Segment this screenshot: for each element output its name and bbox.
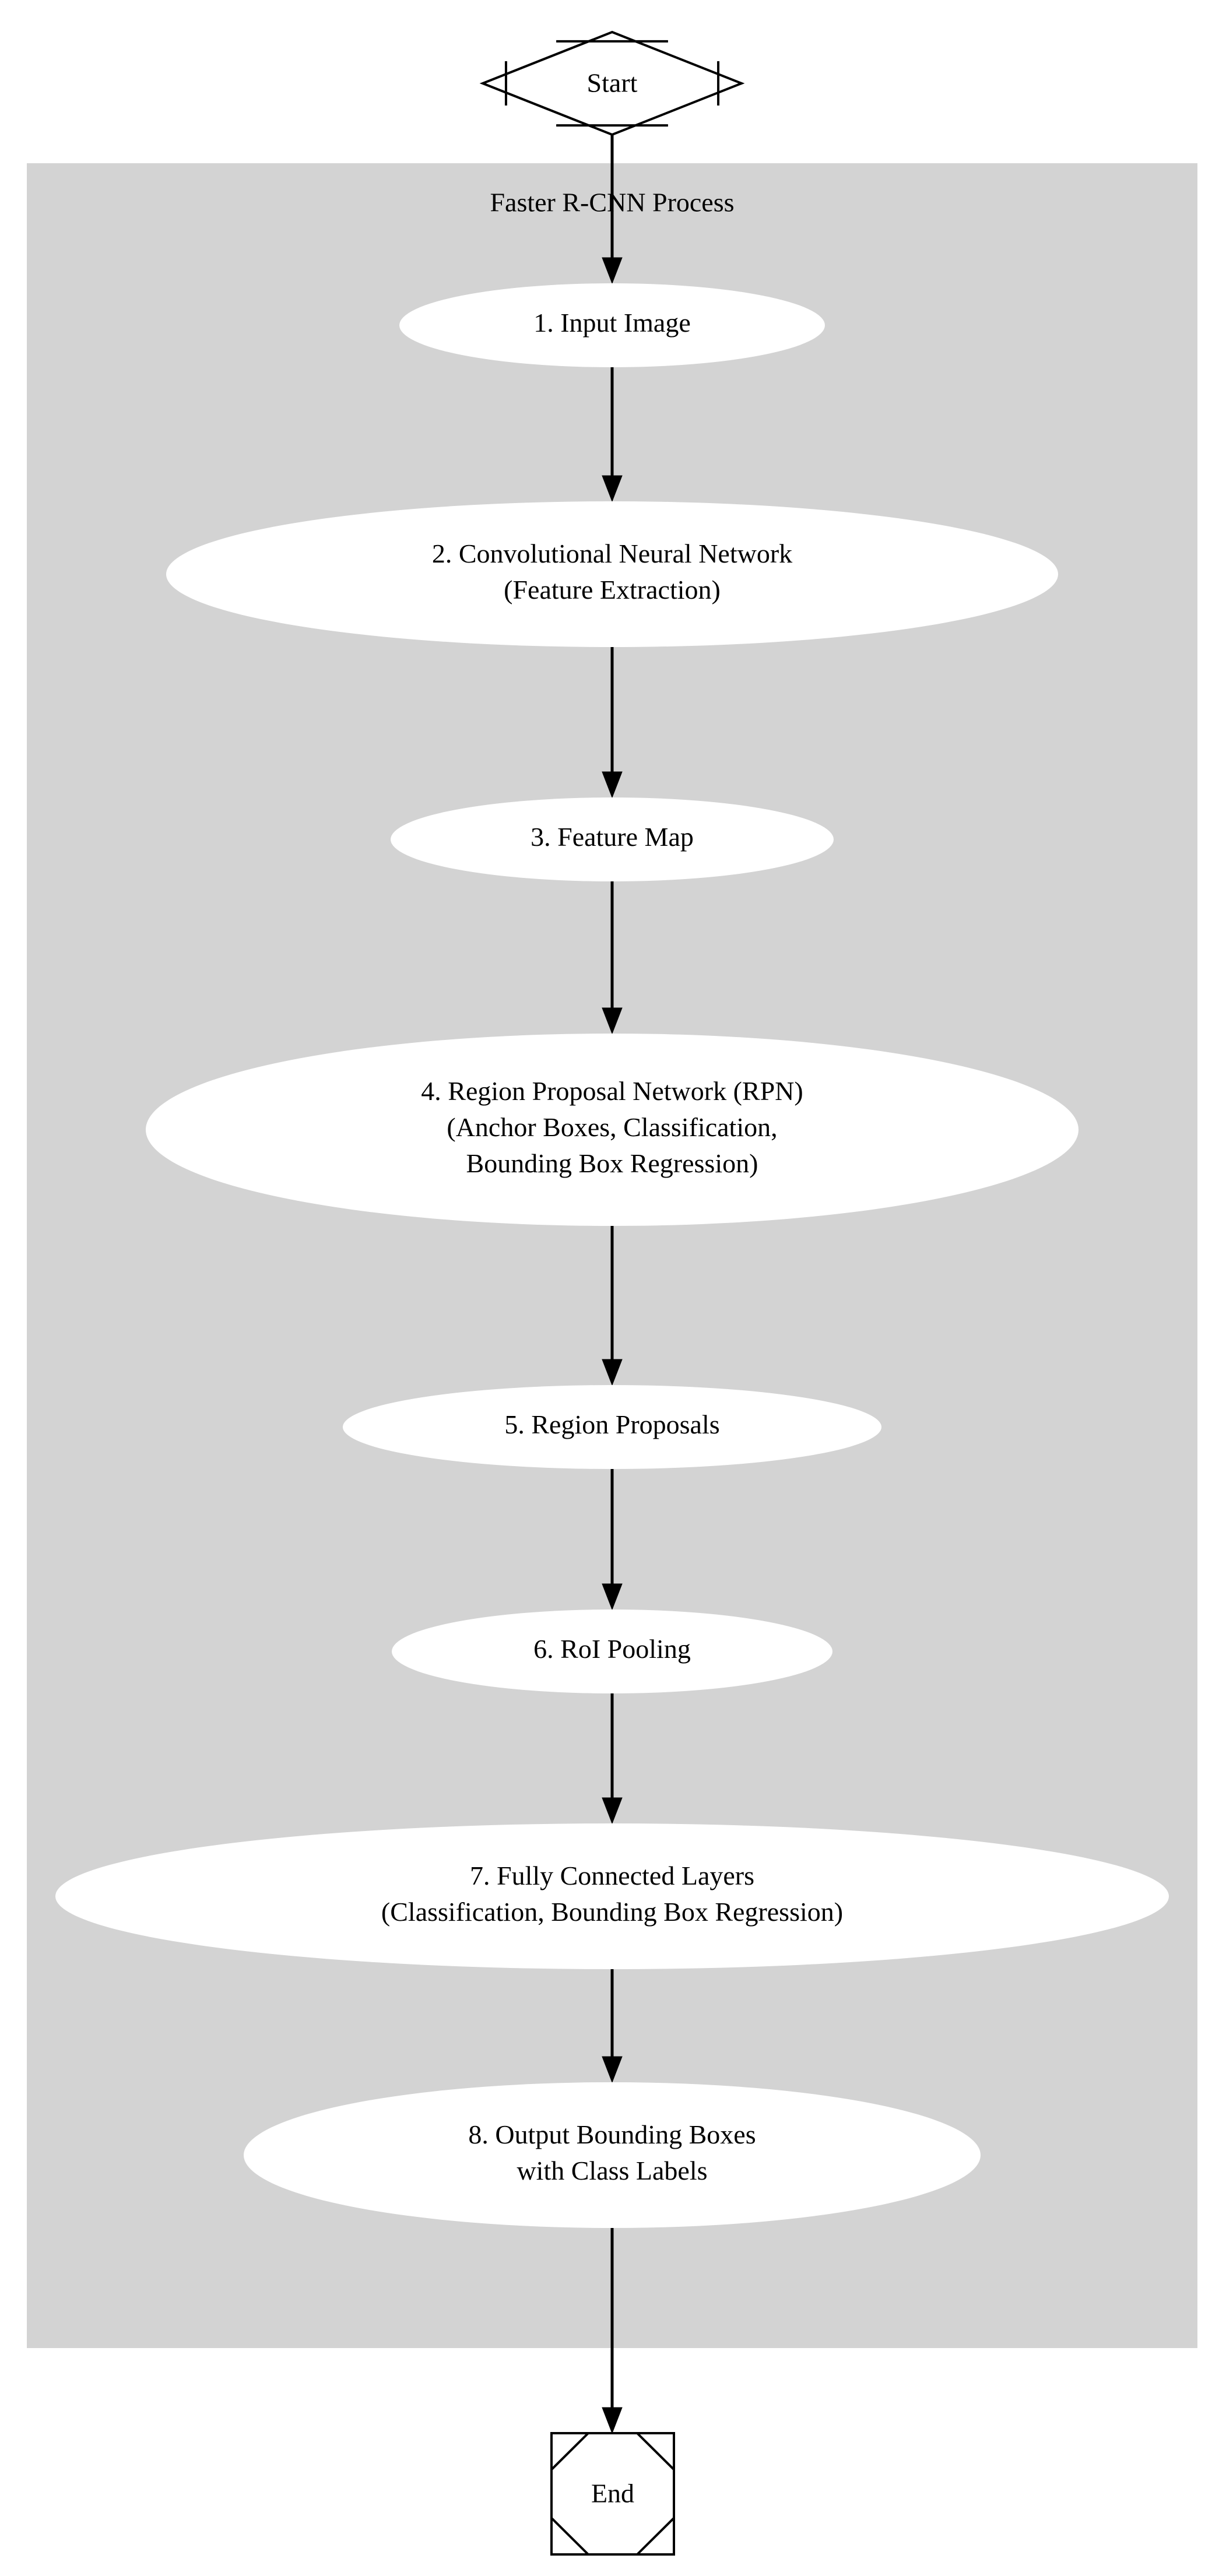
edge-arrowhead <box>602 1583 623 1611</box>
terminal-end[interactable]: End <box>550 2432 675 2556</box>
edge-n8-to-end <box>602 2228 623 2434</box>
edge-arrowhead <box>602 1007 623 1035</box>
end-square-shape <box>550 2432 675 2556</box>
node-shape-ellipse <box>166 501 1058 647</box>
node-label: 3. Feature Map <box>531 822 694 852</box>
node-label-line: 1. Input Image <box>533 308 691 338</box>
node-n2[interactable]: 2. Convolutional Neural Network (Feature … <box>166 501 1058 647</box>
node-label: 5. Region Proposals <box>504 1410 719 1439</box>
edge-n7-to-n8 <box>602 1969 623 2083</box>
edge-n3-to-n4 <box>602 881 623 1035</box>
node-label-line: (Feature Extraction) <box>504 575 721 605</box>
edge-n5-to-n6 <box>602 1469 623 1611</box>
edge-n1-to-n2 <box>602 367 623 502</box>
edge-n6-to-n7 <box>602 1693 623 1825</box>
end-square-corner-tl <box>550 2432 589 2470</box>
edge-arrowhead <box>602 475 623 502</box>
node-label-line: with Class Labels <box>517 2156 707 2185</box>
edge-arrowhead <box>602 2407 623 2434</box>
node-shape-ellipse <box>343 1385 881 1469</box>
node-label: 4. Region Proposal Network (RPN) (Anchor … <box>421 1076 803 1178</box>
edge-arrowhead <box>602 1359 623 1386</box>
process-nodes-group: 1. Input Image 2. Convolutional Neural Ne… <box>55 283 1169 2228</box>
node-label-line: 4. Region Proposal Network (RPN) <box>421 1076 803 1106</box>
node-label-line: 5. Region Proposals <box>504 1410 719 1439</box>
end-square-corner-br <box>636 2517 675 2556</box>
node-n6[interactable]: 6. RoI Pooling <box>392 1609 832 1693</box>
node-label: 7. Fully Connected Layers (Classification… <box>381 1861 843 1927</box>
end-square-corner-tr <box>636 2432 675 2470</box>
node-n3[interactable]: 3. Feature Map <box>391 797 834 881</box>
node-shape-ellipse <box>399 283 825 367</box>
node-label: 8. Output Bounding Boxes with Class Label… <box>468 2120 756 2185</box>
edge-arrowhead <box>602 257 623 284</box>
node-label: 6. RoI Pooling <box>533 1634 691 1664</box>
edge-arrowhead <box>602 771 623 799</box>
node-shape-ellipse <box>244 2082 981 2228</box>
node-shape-ellipse <box>391 797 834 881</box>
node-shape-ellipse <box>392 1609 832 1693</box>
node-label-line: 2. Convolutional Neural Network <box>432 539 792 568</box>
cluster-label: Faster R-CNN Process <box>490 188 734 217</box>
node-label-line: 3. Feature Map <box>531 822 694 852</box>
node-n1[interactable]: 1. Input Image <box>399 283 825 367</box>
edge-n2-to-n3 <box>602 647 623 799</box>
node-label-line: Bounding Box Regression) <box>466 1148 758 1178</box>
node-label: 1. Input Image <box>533 308 691 338</box>
edge-arrowhead <box>602 2056 623 2083</box>
node-label-line: 6. RoI Pooling <box>533 1634 691 1664</box>
edge-arrowhead <box>602 1797 623 1825</box>
node-label-line: (Anchor Boxes, Classification, <box>447 1112 777 1142</box>
node-shape-ellipse <box>55 1823 1169 1969</box>
edge-start-to-n1 <box>602 135 623 284</box>
node-n5[interactable]: 5. Region Proposals <box>343 1385 881 1469</box>
start-diamond-shape <box>479 30 745 136</box>
node-n8[interactable]: 8. Output Bounding Boxes with Class Label… <box>244 2082 981 2228</box>
node-label: 2. Convolutional Neural Network (Feature … <box>432 539 792 605</box>
edge-n4-to-n5 <box>602 1226 623 1386</box>
node-shape-ellipse <box>146 1034 1079 1226</box>
node-n7[interactable]: 7. Fully Connected Layers (Classification… <box>55 1823 1169 1969</box>
edges-group <box>602 135 623 2434</box>
node-label-line: (Classification, Bounding Box Regression… <box>381 1897 843 1927</box>
node-label-line: 8. Output Bounding Boxes <box>468 2120 756 2149</box>
end-square-corner-bl <box>550 2517 589 2556</box>
terminal-start[interactable]: Start <box>479 30 745 136</box>
start-label: Start <box>587 68 638 98</box>
node-n4[interactable]: 4. Region Proposal Network (RPN) (Anchor … <box>146 1034 1079 1226</box>
end-label: End <box>591 2479 634 2508</box>
node-label-line: 7. Fully Connected Layers <box>470 1861 754 1890</box>
